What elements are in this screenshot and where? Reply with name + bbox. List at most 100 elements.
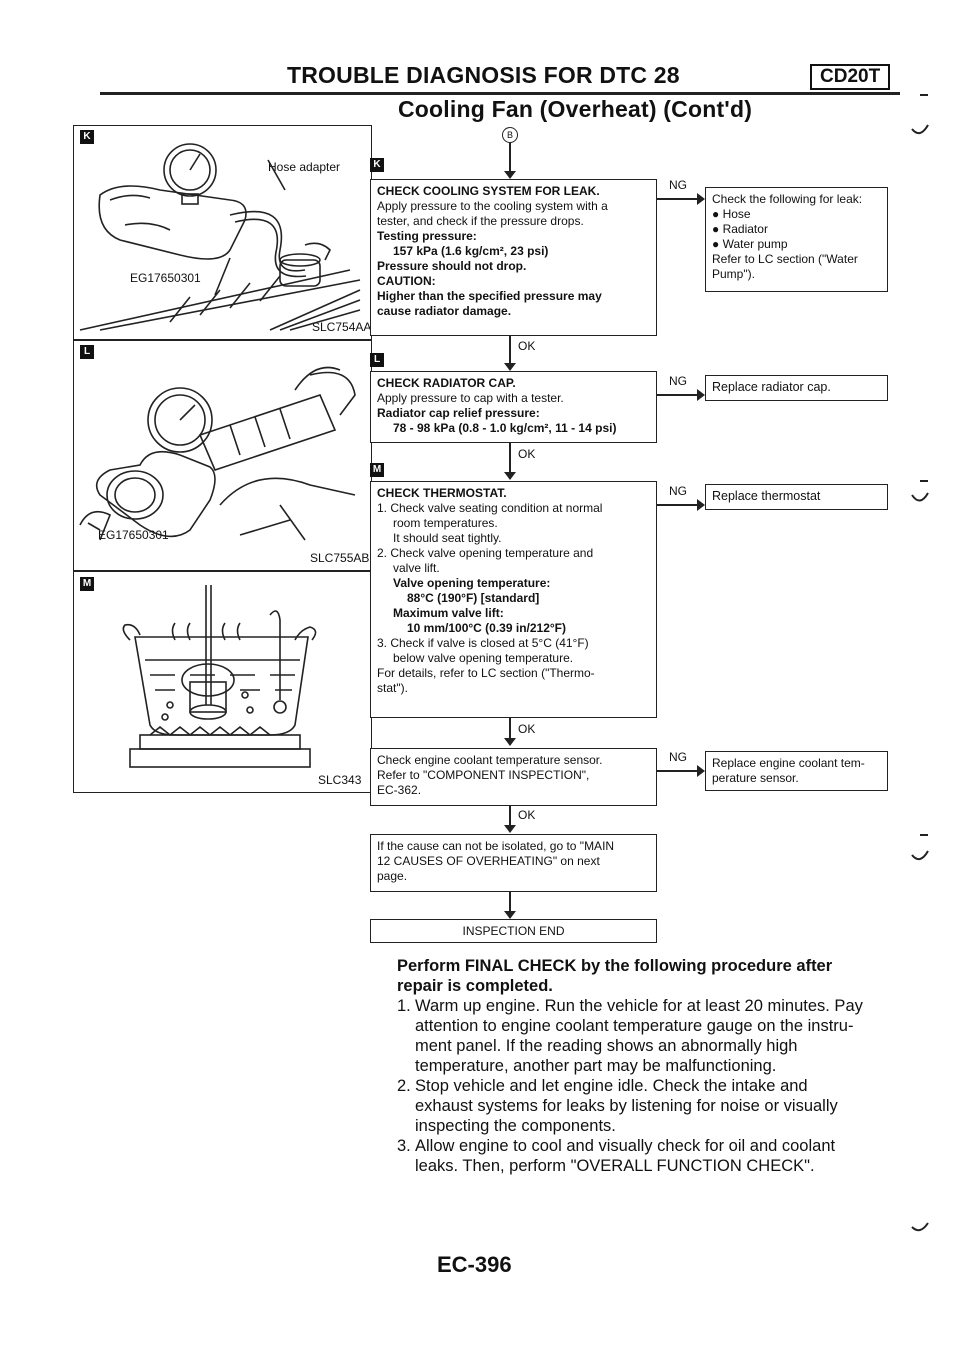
ng-action-sensor-text: perature sensor. — [712, 771, 799, 785]
step-marker-l: L — [370, 353, 384, 367]
ng-arrow-sensor — [657, 770, 699, 772]
final-check-section: Perform FINAL CHECK by the following pro… — [397, 956, 897, 1176]
radiator-cap-tester-illustration — [79, 366, 356, 541]
arrow-to-end — [509, 892, 511, 914]
figure-divider-1 — [73, 339, 372, 341]
step-m-text: For details, refer to LC section ("Therm… — [377, 666, 595, 680]
ok-arrow-m — [509, 718, 511, 742]
ok-label-l: OK — [518, 447, 536, 461]
final-check-item-text: Stop vehicle and let engine idle. Check … — [415, 1077, 808, 1095]
header-rule — [100, 92, 900, 95]
step-m-spec: 88°C (190°F) [standard] — [407, 591, 540, 605]
final-check-item-text: inspecting the components. — [415, 1117, 616, 1135]
step-m-heading: CHECK THERMOSTAT. — [377, 486, 507, 500]
arrow-head-end — [504, 911, 516, 919]
step-m-text: 3. Check if valve is closed at 5°C (41°F… — [377, 636, 589, 650]
step-m-text: valve lift. — [393, 561, 440, 575]
step-m-text: 1. Check valve seating condition at norm… — [377, 501, 603, 515]
final-check-item-text: Warm up engine. Run the vehicle for at l… — [415, 997, 863, 1015]
step-l-spec: 78 - 98 kPa (0.8 - 1.0 kg/cm², 11 - 14 p… — [393, 421, 617, 435]
step-m-text: room temperatures. — [393, 516, 498, 530]
inspection-end-text: INSPECTION END — [462, 924, 565, 938]
tool-code-k: EG17650301 — [130, 271, 201, 285]
final-check-item-num: 1. — [397, 997, 411, 1015]
figure-divider-2 — [73, 570, 372, 572]
step-m-text: 2. Check valve opening temperature and — [377, 546, 594, 560]
ng-action-k-text: ● Hose — [712, 207, 751, 221]
ng-label-l: NG — [669, 374, 687, 388]
figure-code-m: SLC343 — [318, 773, 362, 787]
ng-action-k-text: ● Water pump — [712, 237, 788, 251]
flow-connector-b: B — [502, 127, 518, 143]
step-k-spec: 157 kPa (1.6 kg/cm², 23 psi) — [393, 244, 549, 258]
margin-tick-marks — [911, 94, 929, 1232]
sensor-step-box: Check engine coolant temperature sensor.… — [370, 748, 657, 806]
ok-arrow-head-k — [504, 363, 516, 371]
ng-action-m-text: Replace thermostat — [712, 489, 821, 503]
final-check-item: 2. Stop vehicle and let engine idle. Che… — [397, 1076, 897, 1136]
ng-action-box-l: Replace radiator cap. — [705, 375, 888, 401]
ng-action-box-k: Check the following for leak: ● Hose ● R… — [705, 187, 888, 292]
step-l-text: Apply pressure to cap with a tester. — [377, 391, 564, 405]
final-check-item-text: Allow engine to cool and visually check … — [415, 1137, 836, 1155]
ok-label-k: OK — [518, 339, 536, 353]
final-check-item-text: exhaust systems for leaks by listening f… — [415, 1097, 838, 1115]
ng-action-k-text: Refer to LC section ("Water — [712, 252, 858, 266]
step-l-text: Radiator cap relief pressure: — [377, 406, 540, 420]
step-k-text: Pressure should not drop. — [377, 259, 527, 273]
page-title: TROUBLE DIAGNOSIS FOR DTC 28 — [287, 62, 680, 88]
ng-action-l-text: Replace radiator cap. — [712, 380, 831, 394]
ok-arrow-l — [509, 443, 511, 475]
final-check-item-text: leaks. Then, perform "OVERALL FUNCTION C… — [415, 1157, 815, 1175]
final-check-item: 1. Warm up engine. Run the vehicle for a… — [397, 996, 897, 1076]
hose-adapter-callout: Hose adapter — [268, 160, 341, 174]
final-check-item-text: attention to engine coolant temperature … — [415, 1017, 854, 1035]
ng-arrow-head-m — [697, 499, 705, 511]
step-m-text: Maximum valve lift: — [393, 606, 504, 620]
figure-code-l: SLC755AB — [310, 551, 370, 565]
final-check-item-text: ment panel. If the reading shows an abno… — [415, 1037, 798, 1055]
sensor-step-text: Refer to "COMPONENT INSPECTION", — [377, 768, 590, 782]
final-check-item-num: 3. — [397, 1137, 411, 1155]
ok-arrow-k — [509, 336, 511, 366]
ng-action-k-text: Check the following for leak: — [712, 192, 863, 206]
step-marker-m: M — [370, 463, 384, 477]
engine-badge: CD20T — [810, 64, 891, 90]
final-check-item-text: temperature, another part may be malfunc… — [415, 1057, 777, 1075]
step-k-heading: CHECK COOLING SYSTEM FOR LEAK. — [377, 184, 600, 198]
ng-label-m: NG — [669, 484, 687, 498]
cause-step-text: 12 CAUSES OF OVERHEATING" on next — [377, 854, 600, 868]
engine-badge-text: CD20T — [820, 66, 881, 87]
cause-step-text: page. — [377, 869, 408, 883]
step-m-text: It should seat tightly. — [393, 531, 502, 545]
ok-label-sensor: OK — [518, 808, 536, 822]
ng-arrow-k — [657, 198, 699, 200]
ng-label-sensor: NG — [669, 750, 687, 764]
final-check-item-num: 2. — [397, 1077, 411, 1095]
step-k-text: Testing pressure: — [377, 229, 477, 243]
ok-arrow-sensor — [509, 806, 511, 828]
ng-action-sensor-text: Replace engine coolant tem- — [712, 756, 865, 770]
step-k-caution: CAUTION: — [377, 274, 436, 288]
cause-step-text: If the cause can not be isolated, go to … — [377, 839, 615, 853]
step-m-box: CHECK THERMOSTAT. 1. Check valve seating… — [370, 481, 657, 718]
step-k-text: Apply pressure to the cooling system wit… — [377, 199, 608, 213]
step-marker-k: K — [370, 158, 384, 172]
step-k-text: cause radiator damage. — [377, 304, 512, 318]
page-number: EC-396 — [437, 1252, 512, 1277]
ng-arrow-l — [657, 394, 699, 396]
arrow-to-k — [509, 143, 511, 173]
step-m-text: Valve opening temperature: — [393, 576, 551, 590]
figure-marker-l: L — [80, 345, 94, 359]
thermostat-test-illustration — [122, 585, 317, 768]
step-k-text: Higher than the specified pressure may — [377, 289, 602, 303]
step-l-box: CHECK RADIATOR CAP. Apply pressure to ca… — [370, 371, 657, 443]
flow-connector-b-text: B — [506, 130, 513, 140]
inspection-end-box: INSPECTION END — [370, 919, 657, 943]
ng-arrow-head-l — [697, 389, 705, 401]
ng-action-box-sensor: Replace engine coolant tem- perature sen… — [705, 751, 888, 791]
ng-label-k: NG — [669, 178, 687, 192]
step-l-heading: CHECK RADIATOR CAP. — [377, 376, 516, 390]
figure-code-k: SLC754AA — [312, 320, 372, 334]
page-subtitle: Cooling Fan (Overheat) (Cont'd) — [398, 96, 753, 122]
